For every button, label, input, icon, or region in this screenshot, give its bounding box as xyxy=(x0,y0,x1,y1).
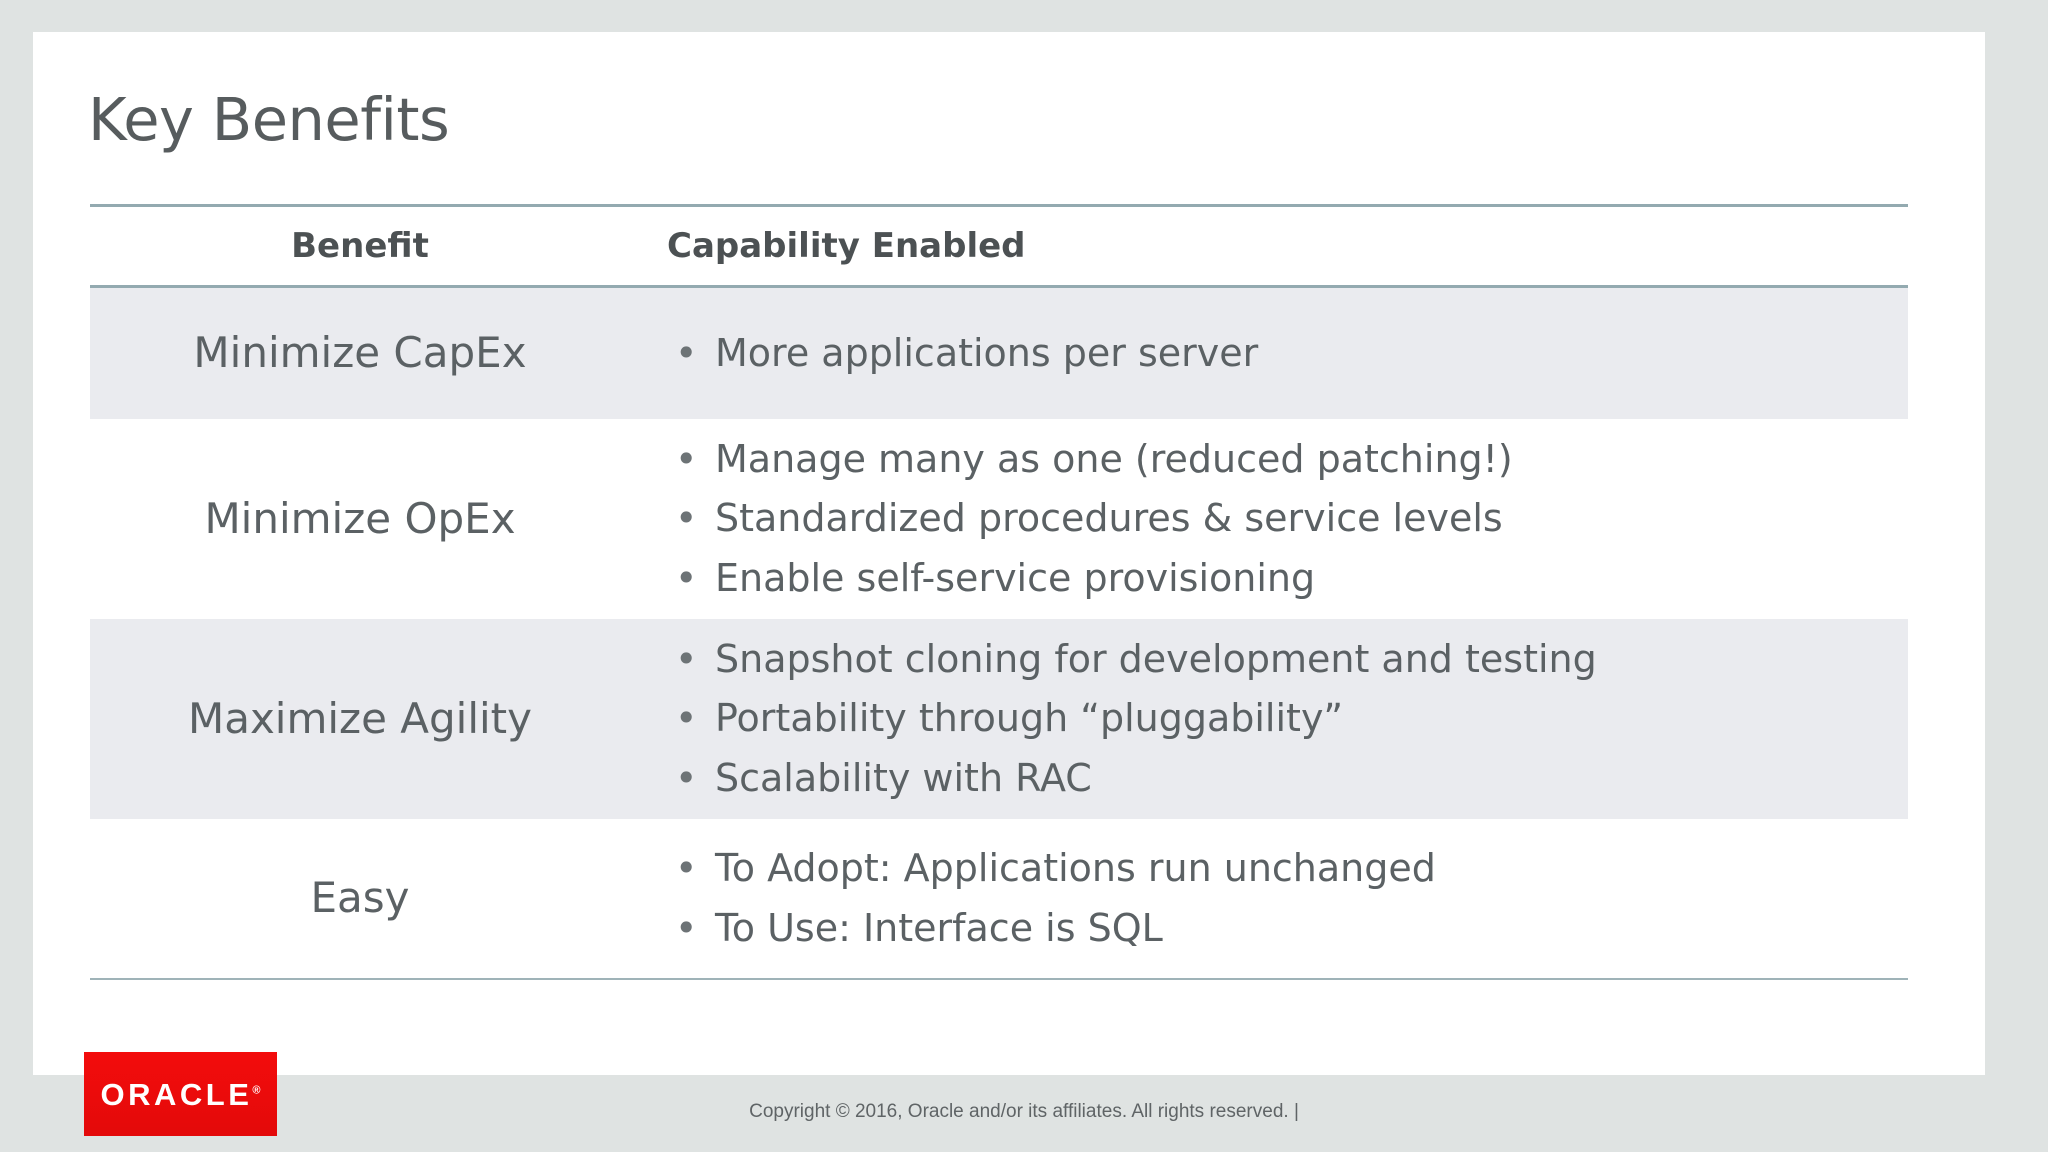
list-item: • Scalability with RAC xyxy=(667,755,1908,803)
bullet-icon: • xyxy=(675,636,698,681)
list-item: • Snapshot cloning for development and te… xyxy=(667,636,1908,684)
list-item-text: Portability through “pluggability” xyxy=(715,696,1344,741)
table-row: Maximize Agility • Snapshot cloning for d… xyxy=(90,619,1908,819)
list-item-text: To Adopt: Applications run unchanged xyxy=(715,846,1436,890)
list-item-text: Manage many as one (reduced patching!) xyxy=(715,436,1513,481)
bullet-icon: • xyxy=(675,555,698,600)
benefit-label: Minimize CapEx xyxy=(193,328,527,378)
capability-list: •Manage many as one (reduced patching!) … xyxy=(667,436,1908,603)
benefit-cell: Easy xyxy=(90,874,630,922)
table-body: Minimize CapEx • More applications per se… xyxy=(90,288,1908,978)
table-row: Easy • To Adopt: Applications run unchang… xyxy=(90,819,1908,978)
benefits-table: Benefit Capability Enabled Minimize CapE… xyxy=(90,204,1908,980)
benefit-cell: Minimize CapEx xyxy=(90,329,630,377)
benefit-label: Minimize OpEx xyxy=(204,493,516,543)
copyright-text: Copyright © 2016, Oracle and/or its affi… xyxy=(749,1101,1299,1122)
capability-list: • To Adopt: Applications run unchanged • T… xyxy=(667,845,1908,952)
table-row: Minimize CapEx • More applications per se… xyxy=(90,288,1908,419)
capability-cell: • To Adopt: Applications run unchanged • T… xyxy=(630,845,1908,952)
table-bottom-rule xyxy=(90,978,1908,980)
registered-trademark-icon: ® xyxy=(252,1084,261,1097)
list-item: • Portability through “pluggability” xyxy=(667,695,1908,743)
bullet-icon: • xyxy=(675,755,698,800)
benefit-label: Maximize Agility xyxy=(187,693,533,743)
list-item: • To Use: Interface is SQL xyxy=(667,905,1908,953)
list-item: • More applications per server xyxy=(667,330,1908,378)
list-item-text: More applications per server xyxy=(715,330,1259,375)
list-item-text: Standardized procedures & service levels xyxy=(715,496,1503,541)
page-title: Key Benefits xyxy=(88,85,450,154)
list-item-text: Snapshot cloning for development and tes… xyxy=(715,636,1597,681)
footer-bar xyxy=(0,1075,2048,1152)
benefit-cell: Maximize Agility xyxy=(90,693,630,743)
benefit-label: Easy xyxy=(310,873,410,923)
list-item: • Enable self-service provisioning xyxy=(667,555,1908,603)
column-header-capability: Capability Enabled xyxy=(667,226,1026,266)
table-header-row: Benefit Capability Enabled xyxy=(90,207,1908,285)
list-item: • Standardized procedures & service level… xyxy=(667,495,1908,543)
table-top-rule xyxy=(90,204,1908,207)
list-item: • Manage many as one (reduced patching!) xyxy=(667,436,1908,484)
capability-cell: •Manage many as one (reduced patching!) … xyxy=(630,436,1908,603)
table-row: Minimize OpEx • Manage many as one (reduc… xyxy=(90,419,1908,619)
slide-canvas: Key Benefits Benefit Capability Enabled … xyxy=(33,32,1985,1075)
bullet-icon: • xyxy=(675,496,698,541)
list-item-text: To Use: Interface is SQL xyxy=(715,905,1163,950)
list-item: • To Adopt: Applications run unchanged xyxy=(667,845,1908,893)
list-item-text: Scalability with RAC xyxy=(715,755,1092,800)
capability-cell: • Snapshot cloning for development and te… xyxy=(630,636,1908,803)
bullet-icon: • xyxy=(675,436,698,481)
capability-list: • Snapshot cloning for development and te… xyxy=(667,636,1908,803)
column-header-benefit: Benefit xyxy=(291,226,429,266)
bullet-icon: • xyxy=(675,846,698,890)
capability-cell: • More applications per server xyxy=(630,330,1908,378)
bullet-icon: • xyxy=(675,905,698,950)
list-item-text: Enable self-service provisioning xyxy=(715,555,1316,600)
bullet-icon: • xyxy=(675,330,698,375)
oracle-wordmark: ORACLE® xyxy=(101,1079,261,1110)
benefit-cell: Minimize OpEx xyxy=(90,493,630,543)
bullet-icon: • xyxy=(675,696,698,741)
oracle-logo: ORACLE® xyxy=(84,1052,277,1136)
table-header-rule xyxy=(90,285,1908,288)
capability-list: • More applications per server xyxy=(667,330,1908,378)
oracle-wordmark-text: ORACLE xyxy=(100,1076,253,1112)
